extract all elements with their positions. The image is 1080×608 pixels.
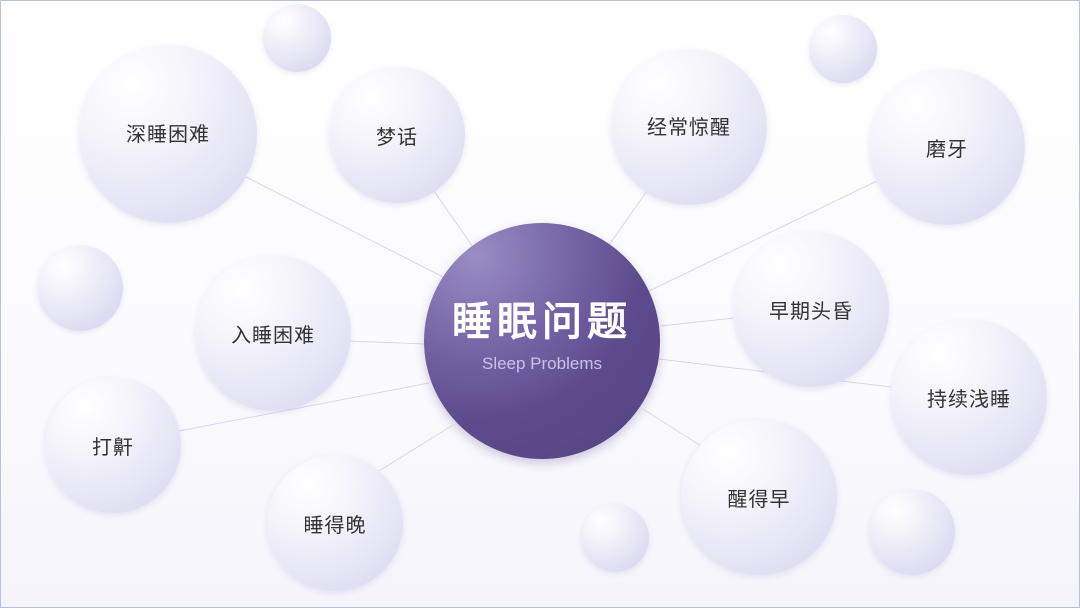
bubble-frequent-waking: 经常惊醒 [611,49,767,205]
bubble-label: 深睡困难 [126,121,210,146]
central-topic: 睡眠问题 Sleep Problems [424,223,660,459]
decorative-sphere [581,504,649,572]
bubble-label: 梦话 [376,124,418,149]
bubble-early-dizziness: 早期头昏 [733,231,889,387]
bubble-teeth-grinding: 磨牙 [869,69,1025,225]
bubble-label: 磨牙 [926,136,968,161]
decorative-sphere [263,4,331,72]
bubble-early-waking: 醒得早 [681,419,837,575]
bubble-sleep-talking: 梦话 [329,67,465,203]
link-snoring [178,382,430,432]
bubble-label: 入睡困难 [231,322,315,347]
link-sleep-talking [433,190,474,248]
link-falling-asleep-difficulty [348,340,426,345]
bubble-label: 持续浅睡 [927,386,1011,411]
bubble-deep-sleep-difficulty: 深睡困难 [79,45,257,223]
central-title: 睡眠问题 [452,299,632,345]
bubble-label: 早期头昏 [769,298,853,323]
link-late-sleep [378,424,454,472]
bubble-label: 打鼾 [92,434,134,459]
link-teeth-grinding [648,180,878,292]
link-early-waking [642,408,702,447]
bubble-label: 经常惊醒 [647,114,731,139]
bubble-late-sleep: 睡得晚 [267,455,403,591]
decorative-sphere [809,15,877,83]
link-early-dizziness [659,317,735,327]
bubble-label: 睡得晚 [303,512,367,537]
bubble-falling-asleep-difficulty: 入睡困难 [195,255,351,411]
link-frequent-waking [608,190,648,246]
bubble-snoring: 打鼾 [45,377,181,513]
bubble-label: 醒得早 [727,486,791,511]
link-deep-sleep-difficulty [245,176,452,282]
central-subtitle: Sleep Problems [481,354,602,373]
bubble-light-sleep: 持续浅睡 [891,319,1047,475]
decorative-sphere [869,489,955,575]
decorative-sphere [37,245,123,331]
